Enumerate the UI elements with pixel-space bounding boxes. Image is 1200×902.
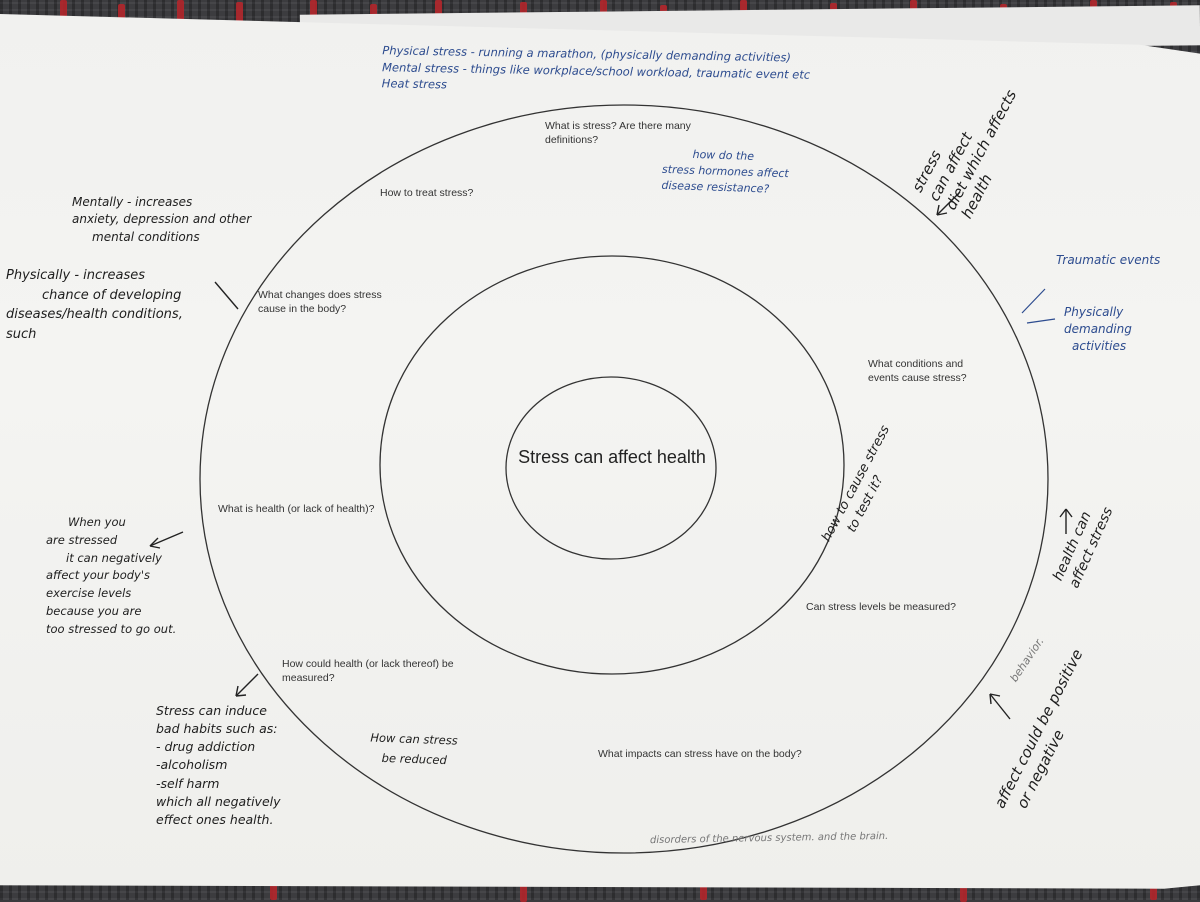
question-how-to-treat: How to treat stress? bbox=[380, 187, 474, 199]
arrow-head bbox=[936, 204, 948, 216]
note-reduced: How can stress be reduced bbox=[369, 728, 458, 770]
note-line: because you are bbox=[46, 604, 142, 619]
note-line: diseases/health conditions, bbox=[6, 307, 183, 322]
carpet-fleck bbox=[310, 0, 317, 24]
note-line: are stressed bbox=[46, 532, 118, 547]
question-stress-measured: Can stress levels be measured? bbox=[806, 601, 956, 613]
note-exercise: When you are stressed it can negatively … bbox=[46, 514, 176, 639]
note-line: -self harm bbox=[156, 775, 220, 791]
note-line: -alcoholism bbox=[156, 757, 228, 773]
note-line: be reduced bbox=[381, 750, 448, 767]
pointer-line bbox=[1026, 318, 1056, 324]
note-line: too stressed to go out. bbox=[46, 621, 177, 636]
note-line: demanding bbox=[1064, 321, 1132, 336]
paper-sheet: Stress can affect health What is stress?… bbox=[0, 14, 1200, 889]
note-line: - drug addiction bbox=[156, 739, 256, 755]
arrow-shaft bbox=[989, 693, 1011, 720]
note-line: mental conditions bbox=[92, 229, 200, 244]
carpet-fleck bbox=[236, 2, 243, 26]
question-conditions-events: What conditions and events cause stress? bbox=[868, 358, 967, 385]
outer-circle bbox=[199, 104, 1049, 854]
arrow-shaft bbox=[936, 191, 961, 216]
arrow-head bbox=[1059, 508, 1073, 518]
note-mentally: Mentally - increases anxiety, depression… bbox=[72, 194, 251, 246]
note-line: such bbox=[6, 326, 37, 342]
note-line: chance of developing bbox=[42, 287, 182, 303]
center-topic: Stress can affect health bbox=[518, 447, 706, 467]
note-physically-demanding: Physically demanding activities bbox=[1064, 304, 1132, 354]
note-line: When you bbox=[68, 515, 126, 529]
note-line: activities bbox=[1072, 338, 1127, 353]
note-physically: Physically - increases chance of develop… bbox=[6, 266, 183, 344]
note-hormones: how do the stress hormones affect diseas… bbox=[661, 146, 789, 198]
note-line: Physically bbox=[1064, 305, 1124, 319]
note-line: Physically - increases bbox=[6, 268, 145, 283]
carpet-fleck bbox=[118, 4, 125, 28]
carpet-fleck bbox=[435, 0, 442, 24]
note-traumatic: Traumatic events bbox=[1056, 253, 1161, 267]
note-line: How can stress bbox=[370, 730, 458, 748]
note-stress-types: Physical stress - running a marathon, (p… bbox=[382, 42, 811, 99]
note-line: which all negatively bbox=[156, 793, 281, 809]
note-line: exercise levels bbox=[46, 586, 132, 601]
question-impacts: What impacts can stress have on the body… bbox=[598, 748, 802, 760]
note-line: effect ones health. bbox=[156, 811, 274, 827]
carpet-fleck bbox=[520, 878, 527, 902]
question-what-is-stress: What is stress? Are there many definitio… bbox=[545, 120, 691, 147]
pointer-line bbox=[214, 281, 239, 310]
note-bad-habits: Stress can induce bad habits such as: - … bbox=[156, 702, 281, 829]
carpet-fleck bbox=[700, 876, 707, 900]
note-line: Stress can induce bbox=[156, 703, 267, 718]
inner-circle bbox=[505, 376, 717, 560]
note-line: anxiety, depression and other bbox=[72, 212, 252, 227]
arrow-head bbox=[149, 537, 161, 549]
concentric-circles bbox=[149, 104, 1073, 854]
carpet-fleck bbox=[177, 0, 184, 24]
arrow-head bbox=[989, 693, 1001, 705]
note-line: Mentally - increases bbox=[72, 195, 193, 209]
question-what-is-health: What is health (or lack of health)? bbox=[218, 503, 375, 515]
question-health-measured: How could health (or lack thereof) be me… bbox=[282, 658, 454, 685]
note-line: affect your body's bbox=[46, 568, 151, 583]
middle-circle bbox=[379, 255, 845, 675]
question-changes-body: What changes does stress cause in the bo… bbox=[258, 289, 382, 316]
pointer-line bbox=[1021, 288, 1046, 314]
note-line: bad habits such as: bbox=[156, 721, 278, 737]
arrow-shaft bbox=[149, 531, 184, 547]
carpet-fleck bbox=[270, 876, 277, 900]
carpet-fleck bbox=[60, 0, 67, 24]
note-line: it can negatively bbox=[66, 550, 162, 565]
arrow-head bbox=[235, 685, 247, 697]
arrow-shaft bbox=[235, 673, 259, 697]
carpet-fleck bbox=[960, 878, 967, 902]
